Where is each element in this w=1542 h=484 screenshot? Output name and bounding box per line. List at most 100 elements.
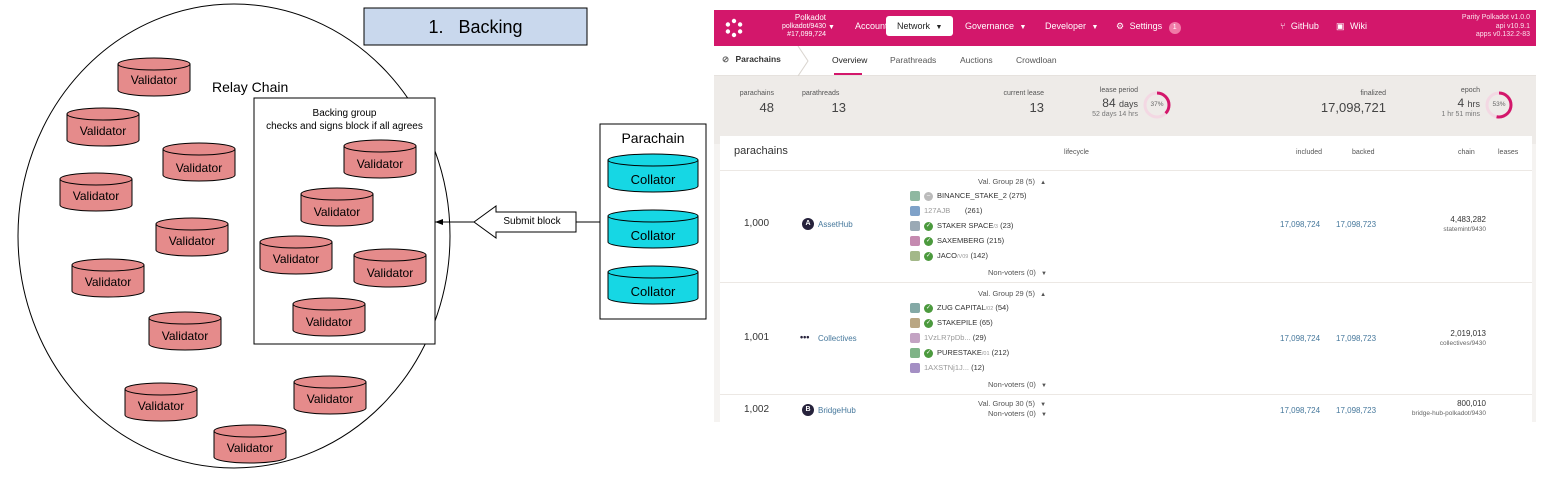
validator-label: Validator — [137, 399, 185, 413]
validator-label: Validator — [272, 252, 320, 266]
non-voters-label: Non-voters (0) — [988, 268, 1036, 277]
step-label: 1. Backing — [428, 17, 523, 37]
validator-label: Validator — [313, 205, 361, 219]
identicon-icon — [910, 318, 920, 329]
parachains-table: parachains lifecycle included backed cha… — [720, 136, 1532, 422]
validator-entry[interactable]: ✓SAXEMBERG (215) — [910, 236, 1004, 248]
validator-entry[interactable]: ✓JACO/V09 (142) — [910, 251, 988, 263]
non-voters-toggle[interactable]: Non-voters (0) ▼ — [988, 268, 1047, 277]
lease-period-progress-ring — [1143, 91, 1171, 119]
tab-parathreads[interactable]: Parathreads — [890, 55, 937, 65]
chevron-down-icon: ▼ — [828, 24, 835, 31]
validator-entry[interactable]: ✓STAKER SPACE/3 (23) — [910, 221, 1013, 233]
breadcrumb-separator — [797, 46, 809, 76]
tab-overview[interactable]: Overview — [832, 55, 868, 65]
para-name[interactable]: Collectives — [818, 334, 857, 343]
section-title-label: Parachains — [735, 54, 781, 64]
chevron-down-icon: ▼ — [1041, 412, 1047, 418]
backed-block[interactable]: 17,098,723 — [1336, 334, 1377, 343]
polkadot-logo-icon[interactable] — [724, 18, 744, 38]
active-tab-indicator — [834, 73, 862, 75]
validator-entry[interactable]: 127AJB (261) — [910, 206, 982, 218]
validator-group-title[interactable]: Val. Group 29 (5) ▲ — [978, 289, 1046, 298]
tab-crowdloan[interactable]: Crowdloan — [1016, 55, 1057, 65]
identicon-icon — [910, 191, 920, 202]
validator-group-title[interactable]: Val. Group 30 (5) ▼ — [978, 399, 1046, 408]
col-header-backed: backed — [1352, 149, 1375, 156]
backed-block[interactable]: 17,098,723 — [1336, 406, 1377, 415]
table-row[interactable]: 1,000 A AssetHub Val. Group 28 (5) ▲ –BI… — [720, 170, 1532, 282]
validator-count: (261) — [964, 206, 983, 215]
table-row[interactable]: 1,001 ••• Collectives Val. Group 29 (5) … — [720, 282, 1532, 394]
menu-github[interactable]: ⑂ GitHub — [1280, 21, 1319, 31]
col-header-chain: chain — [1458, 149, 1475, 156]
menu-wiki[interactable]: ▣ Wiki — [1336, 21, 1367, 32]
validator-count: (23) — [1000, 221, 1014, 230]
non-voters-label: Non-voters (0) — [988, 380, 1036, 389]
validator-name: JACO — [937, 251, 958, 260]
lease-period-label: lease period — [1099, 87, 1138, 94]
menu-network[interactable]: Network ▼ — [886, 16, 954, 36]
chain-block: 4,483,282 — [1450, 215, 1486, 224]
version-info: Parity Polkadot v1.0.0 api v10.9.1 apps … — [1462, 14, 1530, 40]
check-icon: ✓ — [924, 348, 933, 358]
finalized-label: finalized — [1360, 90, 1386, 97]
chain-name: collectives/9430 — [1439, 340, 1486, 347]
tab-auctions[interactable]: Auctions — [960, 55, 993, 65]
lease-period-remaining: 52 days 14 hrs — [1092, 111, 1138, 118]
chain-selector[interactable]: Polkadot polkadot/9430 #17,099,724 — [756, 13, 826, 40]
chevron-up-icon: ▲ — [1040, 292, 1047, 298]
git-branch-icon: ⑂ — [1280, 21, 1286, 31]
menu-governance[interactable]: Governance ▼ — [965, 21, 1026, 31]
identicon-icon — [910, 348, 920, 359]
people-icon: ••• — [800, 332, 810, 342]
chain-name: statemint/9430 — [1443, 226, 1486, 233]
backed-block[interactable]: 17,098,723 — [1336, 220, 1377, 229]
validator-entry[interactable]: ✓ZUG CAPITAL/02 (54) — [910, 303, 1009, 315]
menu-network-label: Network — [897, 21, 931, 31]
validator-entry[interactable]: 1VzLR7pDb... (29) — [910, 333, 986, 345]
validator-group-title[interactable]: Val. Group 28 (5) ▲ — [978, 177, 1046, 186]
epoch-number: 4 — [1457, 96, 1465, 110]
para-name[interactable]: AssetHub — [818, 220, 853, 229]
non-voters-toggle[interactable]: Non-voters (0) ▼ — [988, 409, 1047, 418]
non-voters-toggle[interactable]: Non-voters (0) ▼ — [988, 380, 1047, 389]
version-line: Parity Polkadot v1.0.0 — [1461, 14, 1530, 21]
link-icon: ⊘ — [722, 54, 730, 64]
para-name[interactable]: BridgeHub — [818, 406, 856, 415]
chevron-down-icon: ▼ — [1091, 24, 1099, 31]
chain-block: 800,010 — [1457, 399, 1486, 408]
submit-block-label: Submit block — [503, 216, 561, 227]
bridgehub-icon: B — [802, 404, 814, 416]
identicon-icon — [910, 333, 920, 344]
validator-label: Validator — [161, 329, 209, 343]
menu-settings[interactable]: ⚙ Settings 1 — [1116, 21, 1181, 34]
included-block[interactable]: 17,098,724 — [1280, 406, 1321, 415]
check-icon: ✓ — [924, 303, 933, 313]
col-header-lifecycle: lifecycle — [1064, 149, 1089, 156]
validator-label: Validator — [84, 275, 132, 289]
current-lease-label: current lease — [1003, 90, 1044, 97]
validator-entry[interactable]: 1AXSTNj1J... (12) — [910, 363, 984, 375]
table-row[interactable]: 1,002 B BridgeHub Val. Group 30 (5) ▼ No… — [720, 394, 1532, 422]
book-icon: ▣ — [1336, 21, 1345, 31]
validator-entry[interactable]: ✓PURESTAKE/01 (212) — [910, 348, 1009, 360]
validator-count: (29) — [972, 333, 987, 342]
validator-entry[interactable]: ✓STAKEPILE (65) — [910, 318, 993, 330]
epoch-value: 4 hrs — [1432, 96, 1480, 110]
validator-label: Validator — [130, 73, 178, 87]
chevron-down-icon: ▼ — [1040, 402, 1047, 408]
included-block[interactable]: 17,098,724 — [1280, 334, 1321, 343]
included-block[interactable]: 17,098,724 — [1280, 220, 1321, 229]
chevron-down-icon: ▼ — [935, 24, 943, 31]
settings-badge: 1 — [1168, 22, 1181, 34]
menu-developer[interactable]: Developer ▼ — [1045, 21, 1098, 31]
validator-count: (65) — [979, 318, 993, 327]
current-lease-value: 13 — [1029, 100, 1044, 115]
parachain-label: Parachain — [621, 130, 685, 146]
validator-group-label: Val. Group 30 (5) — [978, 399, 1035, 408]
validator-label: Validator — [79, 124, 127, 138]
validator-entry[interactable]: –BINANCE_STAKE_2 (275) — [910, 191, 1027, 203]
validator-subid: /3 — [993, 224, 998, 230]
validator-count: (12) — [971, 363, 985, 372]
